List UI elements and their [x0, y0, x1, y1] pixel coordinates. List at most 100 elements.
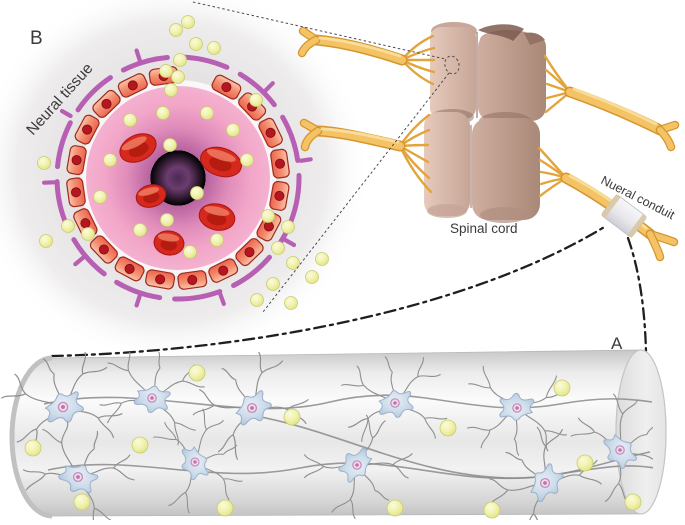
growth-factor-particle: [73, 493, 91, 511]
neuron: [303, 414, 413, 520]
neuron: [192, 352, 309, 460]
endothelial-cell: [145, 269, 176, 290]
growth-factor-particle: [226, 123, 240, 137]
growth-factor-particle: [183, 245, 197, 259]
growth-factor-particle: [240, 153, 254, 167]
neuron-nucleus: [246, 402, 258, 414]
growth-factor-particle: [386, 499, 404, 517]
growth-factor-particle: [281, 220, 295, 234]
cylinder-left-rim: [9, 355, 53, 519]
growth-factor-particle: [286, 256, 300, 270]
neuron-nucleus: [390, 398, 400, 408]
leader-line-b-lower: [262, 72, 450, 313]
growth-factor-particle: [81, 227, 95, 241]
growth-factor-particle: [171, 70, 185, 84]
growth-factor-particle: [190, 186, 204, 200]
red-blood-cell: [200, 146, 242, 178]
endothelial-cell: [177, 270, 208, 290]
nerve-roots: [297, 26, 680, 262]
growth-factor-particle: [160, 213, 174, 227]
growth-factor-particle: [315, 252, 329, 266]
membrane-tick: [59, 108, 73, 119]
neuron-nucleus: [190, 457, 200, 467]
growth-factor-particle: [284, 296, 298, 310]
endothelial-cell: [235, 238, 264, 267]
red-blood-cell: [119, 133, 157, 163]
growth-factor-particle: [103, 153, 117, 167]
growth-factor-particle: [305, 270, 319, 284]
endothelial-cell: [208, 258, 239, 283]
neuron-nucleus: [147, 393, 157, 403]
spinal-cord-segments: [424, 22, 546, 223]
endothelial-cell: [66, 145, 87, 176]
panel-a-conduit-cylinder: [1, 349, 667, 520]
vessel-outer-membrane-ring: [41, 48, 313, 308]
growth-factor-particle: [24, 439, 42, 457]
neuron-nucleus: [72, 471, 84, 483]
vessel-membrane-dashed-ring: [54, 54, 302, 302]
membrane-tick: [283, 237, 297, 248]
growth-factor-particle: [156, 106, 170, 120]
growth-factor-particle: [576, 454, 594, 472]
endothelial-cell: [117, 73, 148, 98]
growth-factor-particle: [216, 499, 234, 517]
growth-factor-particle: [483, 501, 501, 519]
endothelial-cell: [270, 148, 290, 179]
growth-factor-particle: [439, 419, 457, 437]
cylinder-body: [11, 349, 667, 517]
red-blood-cells: [119, 133, 242, 256]
growth-factor-particle: [283, 408, 301, 426]
nerve-root-lower-right: [537, 146, 679, 262]
growth-factor-particle: [123, 113, 137, 127]
growth-factor-particle: [39, 234, 53, 248]
growth-factor-particle: [200, 106, 214, 120]
panel-a-label: A: [611, 334, 623, 353]
growth-factor-particle: [266, 277, 280, 291]
panel-b-vessel-cross-section: [0, 0, 370, 364]
cylinder-right-cap: [615, 349, 667, 515]
membrane-tick: [134, 293, 142, 308]
growth-factor-particle: [210, 233, 224, 247]
growth-factor-particle: [133, 223, 147, 237]
growth-factor-particle: [159, 64, 173, 78]
growth-factor-particle: [131, 436, 149, 454]
neuron: [99, 352, 205, 446]
membrane-tick: [218, 292, 226, 307]
membrane-tick: [134, 48, 142, 63]
neuron: [22, 421, 135, 520]
neurons: [1, 352, 653, 520]
membrane-tick: [298, 157, 313, 163]
growth-factor-particle: [624, 493, 642, 511]
neuron-nucleus: [352, 460, 362, 470]
nerve-root-upper-right: [543, 54, 680, 152]
growth-factor-particle: [37, 156, 51, 170]
leader-line-a-right: [626, 236, 648, 354]
nerve-root-upper-left: [297, 26, 436, 86]
neuron: [570, 393, 653, 505]
membrane-tick: [73, 255, 86, 267]
growth-factor-particle: [93, 190, 107, 204]
red-blood-cell: [153, 230, 185, 256]
neuron-nucleus: [57, 401, 69, 413]
growth-factor-particle: [261, 209, 275, 223]
nerve-root-lower-left: [299, 113, 433, 194]
growth-factor-particle: [188, 364, 206, 382]
growth-factor-particle: [553, 379, 571, 397]
endothelial-cell: [258, 117, 283, 148]
panel-b-label: B: [30, 28, 43, 49]
endothelial-cell: [211, 74, 242, 100]
red-blood-cell: [135, 184, 167, 208]
magnifier-circle-on-cord: [444, 55, 460, 75]
growth-factor-particle: [250, 293, 264, 307]
endothelial-cell: [269, 180, 290, 211]
red-blood-cell: [198, 203, 236, 231]
growth-factor-particle: [249, 93, 263, 107]
endothelial-cell: [92, 89, 121, 118]
spinal-cord-label: Spinal cord: [450, 221, 518, 236]
endothelial-cell: [114, 256, 145, 282]
growth-factor-particle: [163, 138, 177, 152]
leader-line-b-upper: [192, 1, 446, 60]
neural-conduit-sleeve: [601, 194, 647, 238]
growth-factor-particle: [173, 53, 187, 67]
